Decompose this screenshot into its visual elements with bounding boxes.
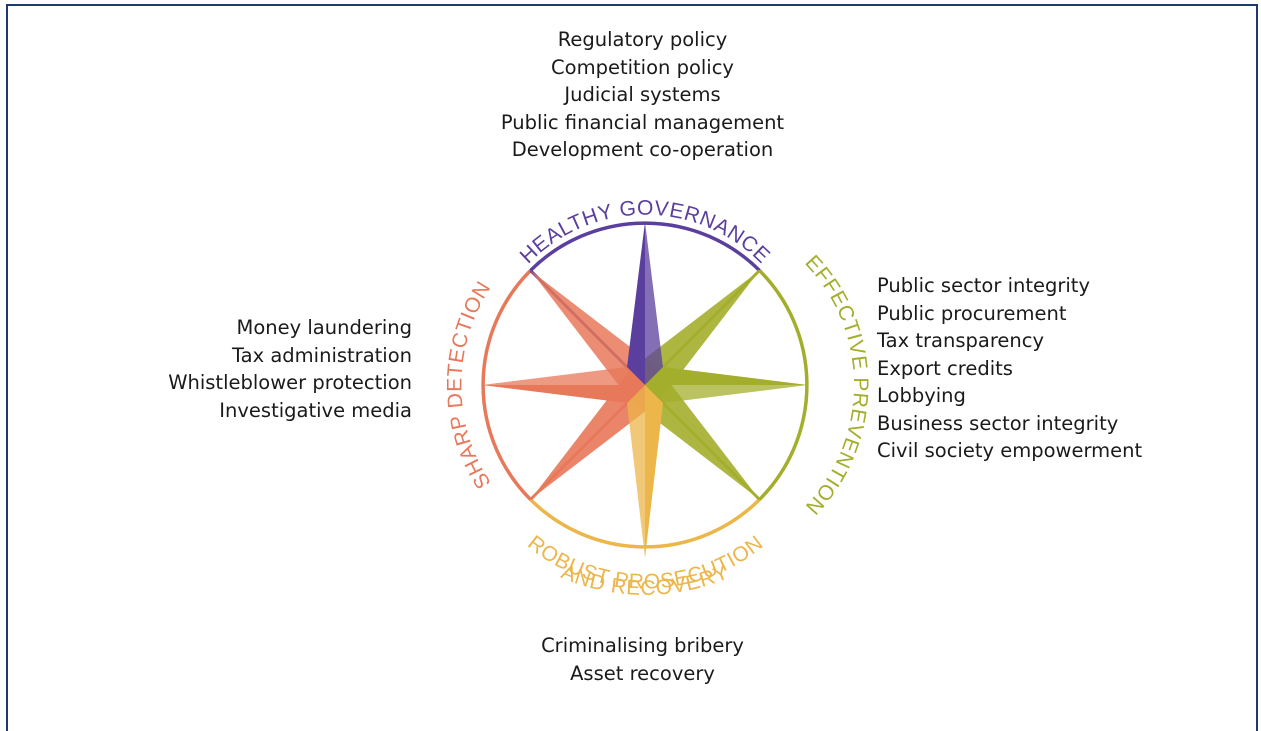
list-item: Public procurement xyxy=(877,301,1067,325)
star-point-top-light xyxy=(645,222,663,385)
star-point-left-light xyxy=(482,367,645,385)
star-point-left xyxy=(482,385,645,403)
list-item: Business sector integrity xyxy=(877,411,1119,435)
list-item: Competition policy xyxy=(551,55,734,79)
list-item: Public financial management xyxy=(500,110,785,134)
list-item: Civil society empowerment xyxy=(877,439,1143,462)
frame-top-border xyxy=(6,4,1256,6)
star-point-top xyxy=(627,222,645,385)
list-item: Criminalising bribery xyxy=(541,634,744,657)
list-item: Whistleblower protection xyxy=(168,371,412,394)
list-item: Development co-operation xyxy=(511,138,774,161)
list-item: Tax administration xyxy=(231,343,412,367)
list-item: Money laundering xyxy=(236,316,412,339)
sharp-detection-list: Money laundering Tax administration Whis… xyxy=(80,314,412,424)
list-item: Tax transparency xyxy=(877,329,1045,352)
star-point-bottom xyxy=(645,385,663,558)
healthy-governance-list: Regulatory policy Competition policy Jud… xyxy=(440,26,845,164)
star-point-right xyxy=(645,367,808,385)
effective-prevention-list: Public sector integrity Public procureme… xyxy=(877,272,1237,465)
list-item: Investigative media xyxy=(219,398,412,422)
robust-prosecution-list: Criminalising bribery Asset recovery xyxy=(480,632,805,687)
list-item: Judicial systems xyxy=(564,83,721,106)
list-item: Lobbying xyxy=(877,384,966,407)
compass-rose-diagram: HEALTHY GOVERNANCE EFFECTIVE PREVENTION … xyxy=(443,197,871,600)
list-item: Export credits xyxy=(877,356,1013,380)
star-point-bottom-light xyxy=(627,385,645,558)
list-item: Regulatory policy xyxy=(557,28,728,51)
frame-right-border xyxy=(1256,4,1258,731)
list-item: Asset recovery xyxy=(570,661,715,685)
star-point-right-light xyxy=(645,385,808,403)
list-item: Public sector integrity xyxy=(877,274,1090,297)
frame-left-border xyxy=(6,4,8,731)
